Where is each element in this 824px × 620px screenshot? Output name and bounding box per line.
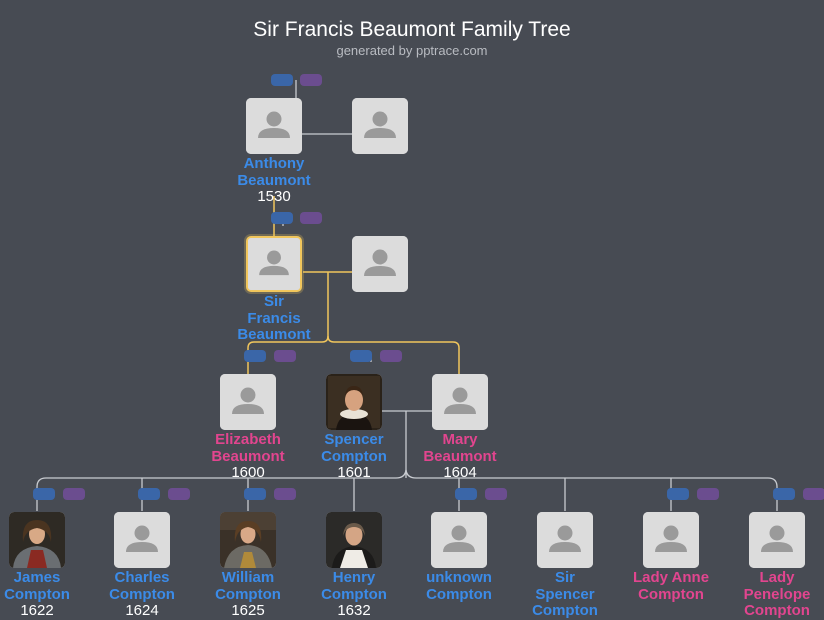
birth-year: 1600 xyxy=(231,464,265,481)
avatar-placeholder-icon[interactable] xyxy=(352,98,408,154)
avatar-placeholder-icon[interactable] xyxy=(352,236,408,292)
children-bus-line xyxy=(36,469,407,511)
expand-ancestors-button[interactable] xyxy=(244,488,266,500)
portrait-photo[interactable] xyxy=(220,512,276,568)
avatar-placeholder-icon[interactable] xyxy=(246,98,302,154)
expand-descendants-button[interactable] xyxy=(168,488,190,500)
expand-ancestors-button[interactable] xyxy=(138,488,160,500)
expand-ancestors-button[interactable] xyxy=(271,74,293,86)
avatar-placeholder-icon[interactable] xyxy=(537,512,593,568)
person-name-part: unknown xyxy=(426,569,492,586)
expand-descendants-button[interactable] xyxy=(697,488,719,500)
person-name-part: Francis xyxy=(247,309,301,327)
person-name-part: Compton xyxy=(109,585,175,603)
person-name-part: Spencer xyxy=(324,431,384,448)
person-name-part: Compton xyxy=(321,585,387,603)
person-name-part: Lady xyxy=(759,569,795,586)
portrait-photo[interactable] xyxy=(326,512,382,568)
expand-ancestors-button[interactable] xyxy=(350,350,372,362)
person-name-part: Compton xyxy=(4,585,70,603)
person-name-part: Sir xyxy=(263,293,284,310)
page-title: Sir Francis Beaumont Family Tree xyxy=(253,18,571,41)
person-name-part: Penelope xyxy=(743,585,811,603)
expand-ancestors-button[interactable] xyxy=(455,488,477,500)
avatar-placeholder-icon[interactable] xyxy=(749,512,805,568)
expand-descendants-button[interactable] xyxy=(300,74,322,86)
expand-ancestors-button[interactable] xyxy=(773,488,795,500)
birth-year: 1604 xyxy=(443,464,477,481)
expand-descendants-button[interactable] xyxy=(274,488,296,500)
avatar-placeholder-icon[interactable] xyxy=(246,236,302,292)
person-name-part: Beaumont xyxy=(237,171,311,189)
expand-descendants-button[interactable] xyxy=(803,488,824,500)
person-name-part: Beaumont xyxy=(423,447,497,465)
person-name-part: William xyxy=(221,569,275,586)
expand-ancestors-button[interactable] xyxy=(667,488,689,500)
expand-ancestors-button[interactable] xyxy=(271,212,293,224)
birth-year: 1632 xyxy=(337,602,371,619)
person-name-part: Compton xyxy=(321,447,387,465)
lineage-line xyxy=(247,335,329,374)
page-subtitle: generated by pptrace.com xyxy=(336,43,488,58)
expand-descendants-button[interactable] xyxy=(63,488,85,500)
person-name-part: Lady Anne xyxy=(632,569,710,586)
birth-year: 1601 xyxy=(337,464,371,481)
expand-ancestors-button[interactable] xyxy=(244,350,266,362)
expand-descendants-button[interactable] xyxy=(300,212,322,224)
avatar-placeholder-icon[interactable] xyxy=(220,374,276,430)
expand-descendants-button[interactable] xyxy=(485,488,507,500)
avatar-placeholder-icon[interactable] xyxy=(431,512,487,568)
person-name-part: Compton xyxy=(426,585,492,603)
avatar-placeholder-icon[interactable] xyxy=(643,512,699,568)
person-name-part: Henry xyxy=(332,569,376,586)
person-name-part: Sir xyxy=(554,569,575,586)
person-name-part: Mary xyxy=(442,431,478,448)
person-name-part: Beaumont xyxy=(237,326,311,343)
avatar-placeholder-icon[interactable] xyxy=(114,512,170,568)
person-name-part: Elizabeth xyxy=(215,431,281,448)
portrait-photo[interactable] xyxy=(326,374,382,430)
person-name-part: James xyxy=(13,569,61,586)
person-name-part: Compton xyxy=(532,602,598,619)
person-name-part: Compton xyxy=(744,602,810,619)
expand-descendants-button[interactable] xyxy=(380,350,402,362)
portrait-photo[interactable] xyxy=(9,512,65,568)
avatar-placeholder-icon[interactable] xyxy=(432,374,488,430)
birth-year: 1625 xyxy=(231,602,265,619)
person-name-part: Compton xyxy=(638,585,704,603)
person-name-part: Anthony xyxy=(243,155,305,172)
birth-year: 1624 xyxy=(125,602,159,619)
children-bus-line xyxy=(405,469,778,511)
expand-ancestors-button[interactable] xyxy=(33,488,55,500)
person-name-part: Spencer xyxy=(535,585,595,603)
person-name-part: Beaumont xyxy=(211,447,285,465)
person-name-part: Compton xyxy=(215,585,281,603)
birth-year: 1530 xyxy=(257,188,291,205)
expand-descendants-button[interactable] xyxy=(274,350,296,362)
birth-year: 1622 xyxy=(20,602,54,619)
person-name-part: Charles xyxy=(114,569,170,586)
